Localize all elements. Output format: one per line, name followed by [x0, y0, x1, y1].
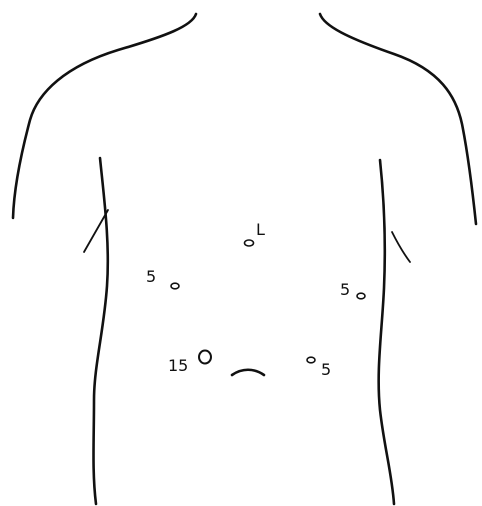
- right-armpit-crease: [392, 232, 410, 262]
- port-label-left-lower: 15: [168, 358, 188, 374]
- port-right-lower: [307, 357, 315, 363]
- port-label-right-lower: 5: [321, 362, 331, 378]
- right-shoulder-line: [320, 14, 476, 224]
- umbilicus: [232, 370, 264, 375]
- port-right-lateral: [357, 293, 365, 299]
- port-upper-midline: [245, 240, 254, 246]
- left-shoulder-line: [13, 14, 196, 218]
- port-label-upper-midline: L: [256, 222, 265, 238]
- port-left-lateral: [171, 283, 179, 289]
- right-flank-line: [379, 160, 394, 504]
- port-label-left-lateral: 5: [146, 269, 156, 285]
- port-left-lower: [199, 351, 211, 364]
- left-flank-line: [94, 158, 108, 504]
- port-label-right-lateral: 5: [340, 282, 350, 298]
- left-armpit-crease: [84, 210, 108, 252]
